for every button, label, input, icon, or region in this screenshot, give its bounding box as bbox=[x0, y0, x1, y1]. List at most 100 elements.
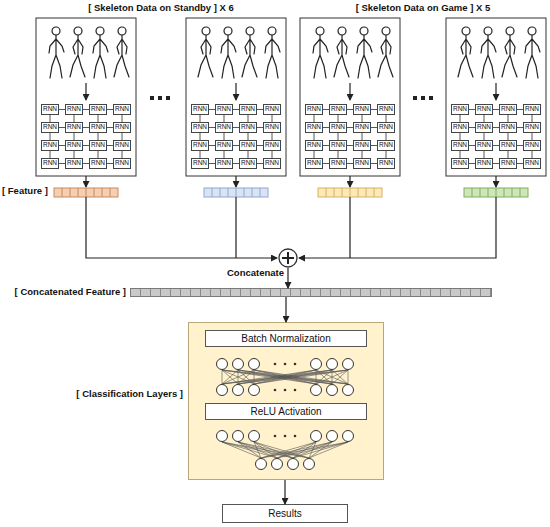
rnn-link bbox=[371, 127, 377, 128]
rnn-cell: RNN bbox=[451, 158, 469, 169]
rnn-link bbox=[347, 109, 353, 110]
concat-operator: Concatenate bbox=[278, 248, 298, 268]
rnn-link bbox=[532, 115, 533, 122]
cell-text: RNN bbox=[453, 142, 467, 149]
rnn-cell: RNN bbox=[377, 104, 395, 115]
rnn-link bbox=[362, 151, 363, 158]
rnn-cell: RNN bbox=[89, 140, 107, 151]
rnn-link bbox=[59, 127, 65, 128]
rnn-cell: RNN bbox=[239, 122, 257, 133]
rnn-cell: RNN bbox=[113, 104, 131, 115]
rnn-link bbox=[209, 127, 215, 128]
rnn-link bbox=[209, 145, 215, 146]
rnn-link bbox=[314, 133, 315, 140]
rnn-cell: RNN bbox=[41, 104, 59, 115]
cell-text: RNN bbox=[525, 142, 539, 149]
rnn-cell: RNN bbox=[377, 140, 395, 151]
rnn-link bbox=[272, 133, 273, 140]
rnn-cell: RNN bbox=[451, 122, 469, 133]
rnn-link bbox=[59, 109, 65, 110]
cell-text: RNN bbox=[217, 124, 231, 131]
plus-symbol bbox=[282, 252, 294, 264]
skeleton-panel bbox=[300, 18, 400, 176]
rnn-link bbox=[224, 133, 225, 140]
cell-text: RNN bbox=[477, 142, 491, 149]
rnn-link bbox=[233, 163, 239, 164]
layer-box: Batch Normalization bbox=[205, 330, 367, 347]
circle-outline bbox=[278, 248, 298, 268]
rnn-cell: RNN bbox=[65, 122, 83, 133]
rnn-cell: RNN bbox=[191, 140, 209, 151]
rnn-link bbox=[517, 145, 523, 146]
rnn-cell: RNN bbox=[329, 104, 347, 115]
rnn-link bbox=[257, 109, 263, 110]
rnn-cell: RNN bbox=[353, 140, 371, 151]
rnn-link bbox=[314, 151, 315, 158]
rnn-link bbox=[98, 151, 99, 158]
rnn-cell: RNN bbox=[353, 122, 371, 133]
rnn-cell: RNN bbox=[329, 140, 347, 151]
cell-text: RNN bbox=[307, 142, 321, 149]
rnn-cell: RNN bbox=[113, 122, 131, 133]
cell-text: RNN bbox=[193, 160, 207, 167]
cell-text: RNN bbox=[501, 142, 515, 149]
rnn-link bbox=[532, 151, 533, 158]
cell-text: RNN bbox=[193, 142, 207, 149]
rnn-link bbox=[517, 163, 523, 164]
rnn-cell: RNN bbox=[215, 140, 233, 151]
cell-text: RNN bbox=[453, 106, 467, 113]
rnn-cell: RNN bbox=[475, 104, 493, 115]
rnn-link bbox=[83, 109, 89, 110]
rnn-link bbox=[508, 151, 509, 158]
rnn-link bbox=[257, 127, 263, 128]
cell-text: RNN bbox=[453, 124, 467, 131]
rnn-cell: RNN bbox=[353, 104, 371, 115]
rnn-cell: RNN bbox=[523, 104, 541, 115]
rnn-link bbox=[362, 115, 363, 122]
rnn-link bbox=[233, 145, 239, 146]
rnn-cell: RNN bbox=[499, 158, 517, 169]
rnn-cell: RNN bbox=[239, 158, 257, 169]
rnn-link bbox=[460, 115, 461, 122]
cell-text: RNN bbox=[91, 106, 105, 113]
rnn-cell: RNN bbox=[499, 140, 517, 151]
cell-text: RNN bbox=[43, 142, 57, 149]
rnn-link bbox=[517, 127, 523, 128]
rnn-cell: RNN bbox=[65, 140, 83, 151]
output-name: Results bbox=[268, 509, 301, 519]
flow-arrow bbox=[287, 268, 288, 288]
rnn-link bbox=[122, 115, 123, 122]
cell-text: RNN bbox=[115, 124, 129, 131]
cell-text: RNN bbox=[307, 124, 321, 131]
rnn-link bbox=[371, 145, 377, 146]
rnn-link bbox=[224, 115, 225, 122]
rnn-cell: RNN bbox=[523, 158, 541, 169]
rnn-link bbox=[532, 133, 533, 140]
cell-text: RNN bbox=[217, 160, 231, 167]
ellipsis-squares bbox=[150, 96, 433, 100]
rnn-link bbox=[107, 163, 113, 164]
rnn-cell: RNN bbox=[499, 122, 517, 133]
cell-text: RNN bbox=[331, 106, 345, 113]
rnn-cell: RNN bbox=[263, 104, 281, 115]
rnn-link bbox=[209, 163, 215, 164]
rnn-link bbox=[248, 133, 249, 140]
cell-text: RNN bbox=[67, 160, 81, 167]
cell-text: RNN bbox=[43, 124, 57, 131]
rnn-cell: RNN bbox=[263, 140, 281, 151]
rnn-link bbox=[338, 151, 339, 158]
rnn-link bbox=[469, 145, 475, 146]
rnn-link bbox=[469, 127, 475, 128]
rnn-cell: RNN bbox=[377, 158, 395, 169]
cell-text: RNN bbox=[379, 142, 393, 149]
rnn-link bbox=[257, 145, 263, 146]
cell-text: RNN bbox=[265, 160, 279, 167]
cell-text: RNN bbox=[91, 124, 105, 131]
cell-text: RNN bbox=[217, 142, 231, 149]
rnn-link bbox=[493, 145, 499, 146]
rnn-cell: RNN bbox=[451, 140, 469, 151]
rnn-cell: RNN bbox=[499, 104, 517, 115]
cell-text: RNN bbox=[43, 106, 57, 113]
rnn-cell: RNN bbox=[475, 140, 493, 151]
rnn-link bbox=[233, 127, 239, 128]
